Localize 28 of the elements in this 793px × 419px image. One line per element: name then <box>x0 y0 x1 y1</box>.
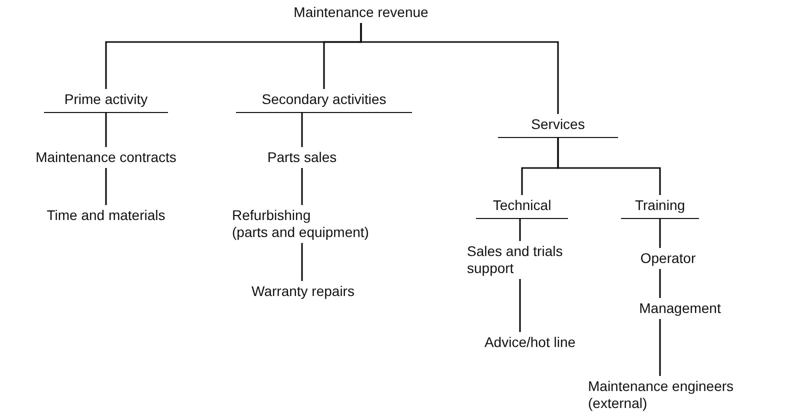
tree-connector-line <box>659 219 661 248</box>
tree-item-label: Management <box>620 298 740 319</box>
tree-connector-line <box>105 113 107 147</box>
tree-item-label: Maintenance revenue <box>266 2 456 23</box>
underlined-heading: Technical <box>476 195 568 219</box>
tree-connector-line <box>301 168 303 205</box>
underlined-heading: Prime activity <box>44 89 168 113</box>
underlined-heading: Services <box>498 114 618 138</box>
tree-item-label: Refurbishing (parts and equipment) <box>232 205 392 243</box>
tree-connector-line <box>105 168 107 205</box>
tree-connector-line <box>557 138 661 195</box>
tree-item-label: Maintenance contracts <box>4 147 208 168</box>
tree-connector-line <box>659 319 661 376</box>
tree-item-label: Warranty repairs <box>228 281 378 302</box>
tree-connector-line <box>301 113 303 147</box>
tree-connector-line <box>360 23 559 114</box>
underlined-heading: Secondary activities <box>236 89 412 113</box>
tree-item-label: Parts sales <box>247 147 357 168</box>
tree-item-label: Sales and trials support <box>467 241 607 279</box>
tree-item-label: Advice/hot line <box>460 332 600 353</box>
tree-connector-line <box>659 269 661 298</box>
underlined-heading: Training <box>621 195 699 219</box>
tree-item-label: Maintenance engineers (external) <box>588 376 792 414</box>
tree-item-label: Time and materials <box>21 205 191 226</box>
tree-connector-line <box>301 243 303 281</box>
tree-connector-line <box>519 219 521 241</box>
tree-connector-line <box>519 279 521 332</box>
tree-item-label: Operator <box>628 248 708 269</box>
